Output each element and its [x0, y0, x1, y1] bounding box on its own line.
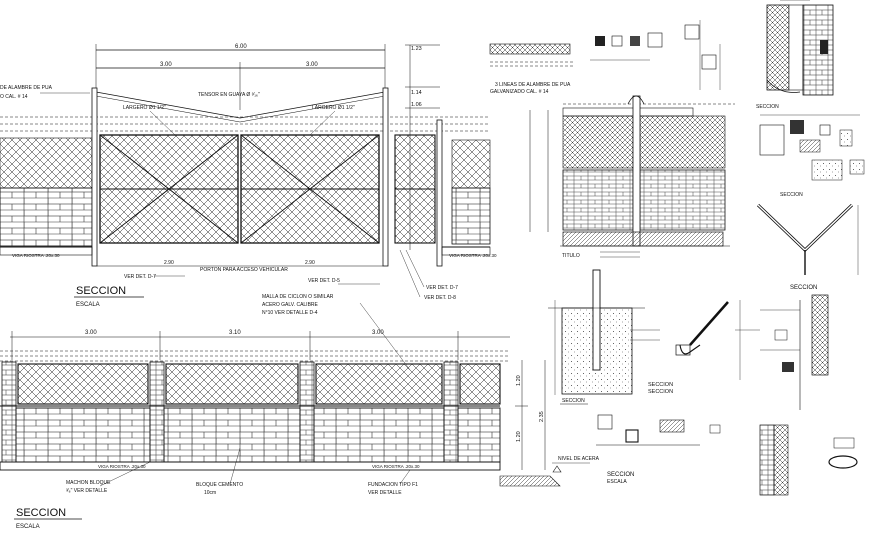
fence-viga-right: VIGA RIOSTRA .20x.30 [372, 464, 420, 469]
fence-section-title: SECCION [16, 507, 66, 519]
gate-ver-det-d7-left: VER DET. D-7 [124, 274, 156, 280]
gate-dim-right-mid2: 1.06 [411, 102, 422, 108]
gate-dim-bottom-right: 2.90 [305, 260, 315, 266]
right-column-details: SECCION SECCION SECCION [756, 0, 865, 496]
fence-bloque-2: 10cm [204, 490, 216, 496]
side-barbed-note-2: GALVANIZADO CAL. # 14 [490, 89, 549, 95]
gate-viga-right: VIGA RIOSTRA .20x.30 [449, 253, 497, 258]
fence-nivel-acera: NIVEL DE ACERA [558, 456, 600, 462]
detail-escala-bottom: ESCALA [607, 479, 627, 485]
top-small-details [590, 20, 721, 90]
fence-dim-v-total: 2.35 [539, 411, 545, 422]
side-section: 3 LINEAS DE ALAMBRE DE PUA GALVANIZADO C… [489, 43, 735, 259]
fence-dim-1: 3.00 [85, 330, 97, 336]
fence-section-scale: ESCALA [16, 524, 40, 530]
gate-tensor-note: TENSOR EN GUAYA Ø ³⁄₁₆" [198, 92, 260, 98]
fence-elevation: 3.00 3.10 3.00 VIGA RIOSTRA .20x.30 VIGA… [0, 330, 600, 530]
gate-dim-bottom-left: 2.90 [164, 260, 174, 266]
fence-dim-2: 3.10 [229, 330, 241, 336]
gate-barbed-note-1: DE ALAMBRE DE PUA [0, 85, 53, 91]
gate-porton-note: PORTON PARA ACCESO VEHICULAR [200, 267, 288, 273]
side-titulo: TITULO [562, 253, 580, 259]
gate-section-title: SECCION [76, 285, 126, 297]
fence-bloque-1: BLOQUE CEMENTO [196, 482, 243, 488]
fence-dim-v-top: 1.20 [516, 375, 522, 386]
gate-ver-det-d5: VER DET. D-5 [308, 278, 340, 284]
gate-dim-right: 3.00 [306, 62, 318, 68]
fence-dim-3: 3.00 [372, 330, 384, 336]
fence-viga-left: VIGA RIOSTRA .20x.30 [98, 464, 146, 469]
gate-section-scale: ESCALA [76, 302, 100, 308]
side-barbed-note-1: 3 LINEAS DE ALAMBRE DE PUA [495, 82, 571, 88]
gate-dim-left: 3.00 [160, 62, 172, 68]
fence-machon-1: MACHON BLOQUE [66, 480, 111, 486]
fence-fundacion-1: FUNDACION TIPO F1 [368, 482, 418, 488]
detail-seccion-b: SECCION [780, 192, 803, 198]
gate-barbed-note-2: O CAL. # 14 [0, 94, 28, 100]
detail-seccion-a: SECCION [756, 104, 779, 110]
gate-elevation: 6.00 3.00 3.00 1.23 1.14 1.06 DE ALAMBRE… [0, 44, 497, 371]
detail-seccion-b2: SECCION [648, 382, 673, 388]
fence-dim-v-bottom: 1.20 [516, 431, 522, 442]
gate-malla-note-2: ACERO GALV. CALIBRE [262, 302, 319, 308]
fence-machon-2: ³⁄₈" VER DETALLE [66, 488, 108, 494]
gate-ver-det-d8: VER DET. D-8 [424, 295, 456, 301]
detail-seccion-c: SECCION [790, 285, 817, 291]
gate-dim-total: 6.00 [235, 44, 247, 50]
gate-largero-left: LARGERO Ø1 1/2" [123, 105, 166, 111]
post-foundation-detail: SECCION SECCION SECCION SECCION ESCALA [548, 269, 760, 485]
gate-malla-note-3: N°10 VER DETALLE D-4 [262, 310, 318, 316]
gate-dim-right-mid1: 1.14 [411, 90, 422, 96]
fence-fundacion-2: VER DETALLE [368, 490, 402, 496]
gate-malla-note-1: MALLA DE CICLON O SIMILAR [262, 294, 334, 300]
gate-dim-right-top: 1.23 [411, 46, 422, 52]
gate-ver-det-d7-right: VER DET. D-7 [426, 285, 458, 291]
gate-viga-left: VIGA RIOSTRA .20x.30 [12, 253, 60, 258]
gate-largero-right: LARGERO Ø1 1/2" [312, 105, 355, 111]
detail-seccion-e: SECCION [648, 389, 673, 395]
detail-seccion-bottom: SECCION [607, 472, 634, 478]
detail-seccion-d: SECCION [562, 398, 585, 404]
